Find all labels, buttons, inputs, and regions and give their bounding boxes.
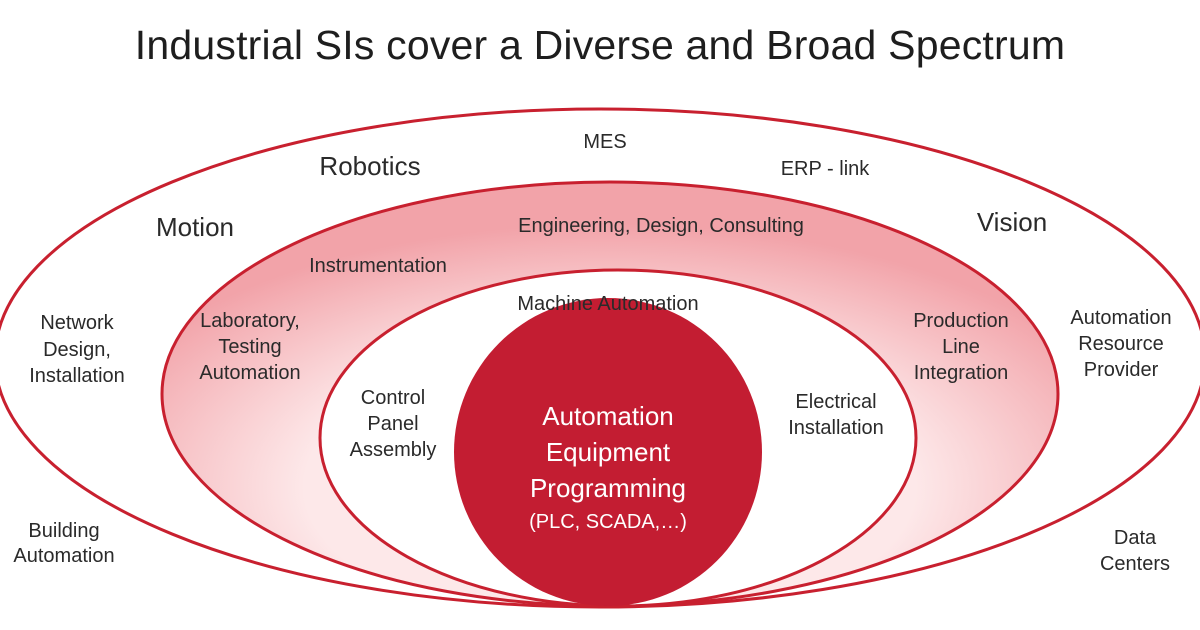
svg-text:Panel: Panel	[367, 413, 418, 435]
svg-text:(PLC, SCADA,…): (PLC, SCADA,…)	[529, 511, 687, 533]
label-vision: Vision	[977, 207, 1047, 237]
svg-text:Automation: Automation	[199, 362, 300, 384]
label-building-automation: Building Automation	[13, 520, 114, 567]
label-machine-automation: Machine Automation	[517, 293, 698, 315]
label-data-centers: Data Centers	[1100, 527, 1170, 575]
svg-text:Design,: Design,	[43, 339, 111, 361]
label-control-panel: Control Panel Assembly	[350, 387, 437, 461]
svg-text:Line: Line	[942, 336, 980, 358]
label-automation-resource-provider: Automation Resource Provider	[1070, 307, 1171, 381]
svg-text:Production: Production	[913, 310, 1009, 332]
svg-text:Data: Data	[1114, 527, 1157, 549]
svg-text:Electrical: Electrical	[795, 391, 876, 413]
diagram-title: Industrial SIs cover a Diverse and Broad…	[134, 22, 1066, 68]
label-engineering: Engineering, Design, Consulting	[518, 215, 804, 237]
svg-text:Programming: Programming	[530, 473, 686, 503]
svg-text:Building: Building	[28, 520, 99, 542]
svg-text:Installation: Installation	[29, 365, 125, 387]
label-instrumentation: Instrumentation	[309, 255, 447, 277]
svg-text:Assembly: Assembly	[350, 439, 437, 461]
svg-text:Resource: Resource	[1078, 333, 1164, 355]
label-electrical-installation: Electrical Installation	[788, 391, 884, 439]
label-core: Automation Equipment Programming (PLC, S…	[529, 401, 687, 533]
svg-text:Automation: Automation	[542, 401, 674, 431]
label-motion: Motion	[156, 212, 234, 242]
svg-text:Integration: Integration	[914, 362, 1009, 384]
core-circle	[454, 298, 762, 606]
svg-text:Installation: Installation	[788, 417, 884, 439]
label-production-line: Production Line Integration	[913, 310, 1009, 384]
label-erp-link: ERP - link	[781, 158, 871, 180]
label-network-design: Network Design, Installation	[29, 312, 125, 387]
svg-text:Automation: Automation	[1070, 307, 1171, 329]
label-robotics: Robotics	[319, 151, 420, 181]
svg-text:Control: Control	[361, 387, 425, 409]
svg-text:Provider: Provider	[1084, 359, 1159, 381]
label-mes: MES	[583, 131, 626, 153]
svg-text:Laboratory,: Laboratory,	[200, 310, 300, 332]
svg-text:Automation: Automation	[13, 545, 114, 567]
svg-text:Network: Network	[40, 312, 114, 334]
svg-text:Equipment: Equipment	[546, 437, 671, 467]
label-laboratory-testing: Laboratory, Testing Automation	[199, 310, 300, 384]
svg-text:Testing: Testing	[218, 336, 281, 358]
svg-text:Centers: Centers	[1100, 553, 1170, 575]
